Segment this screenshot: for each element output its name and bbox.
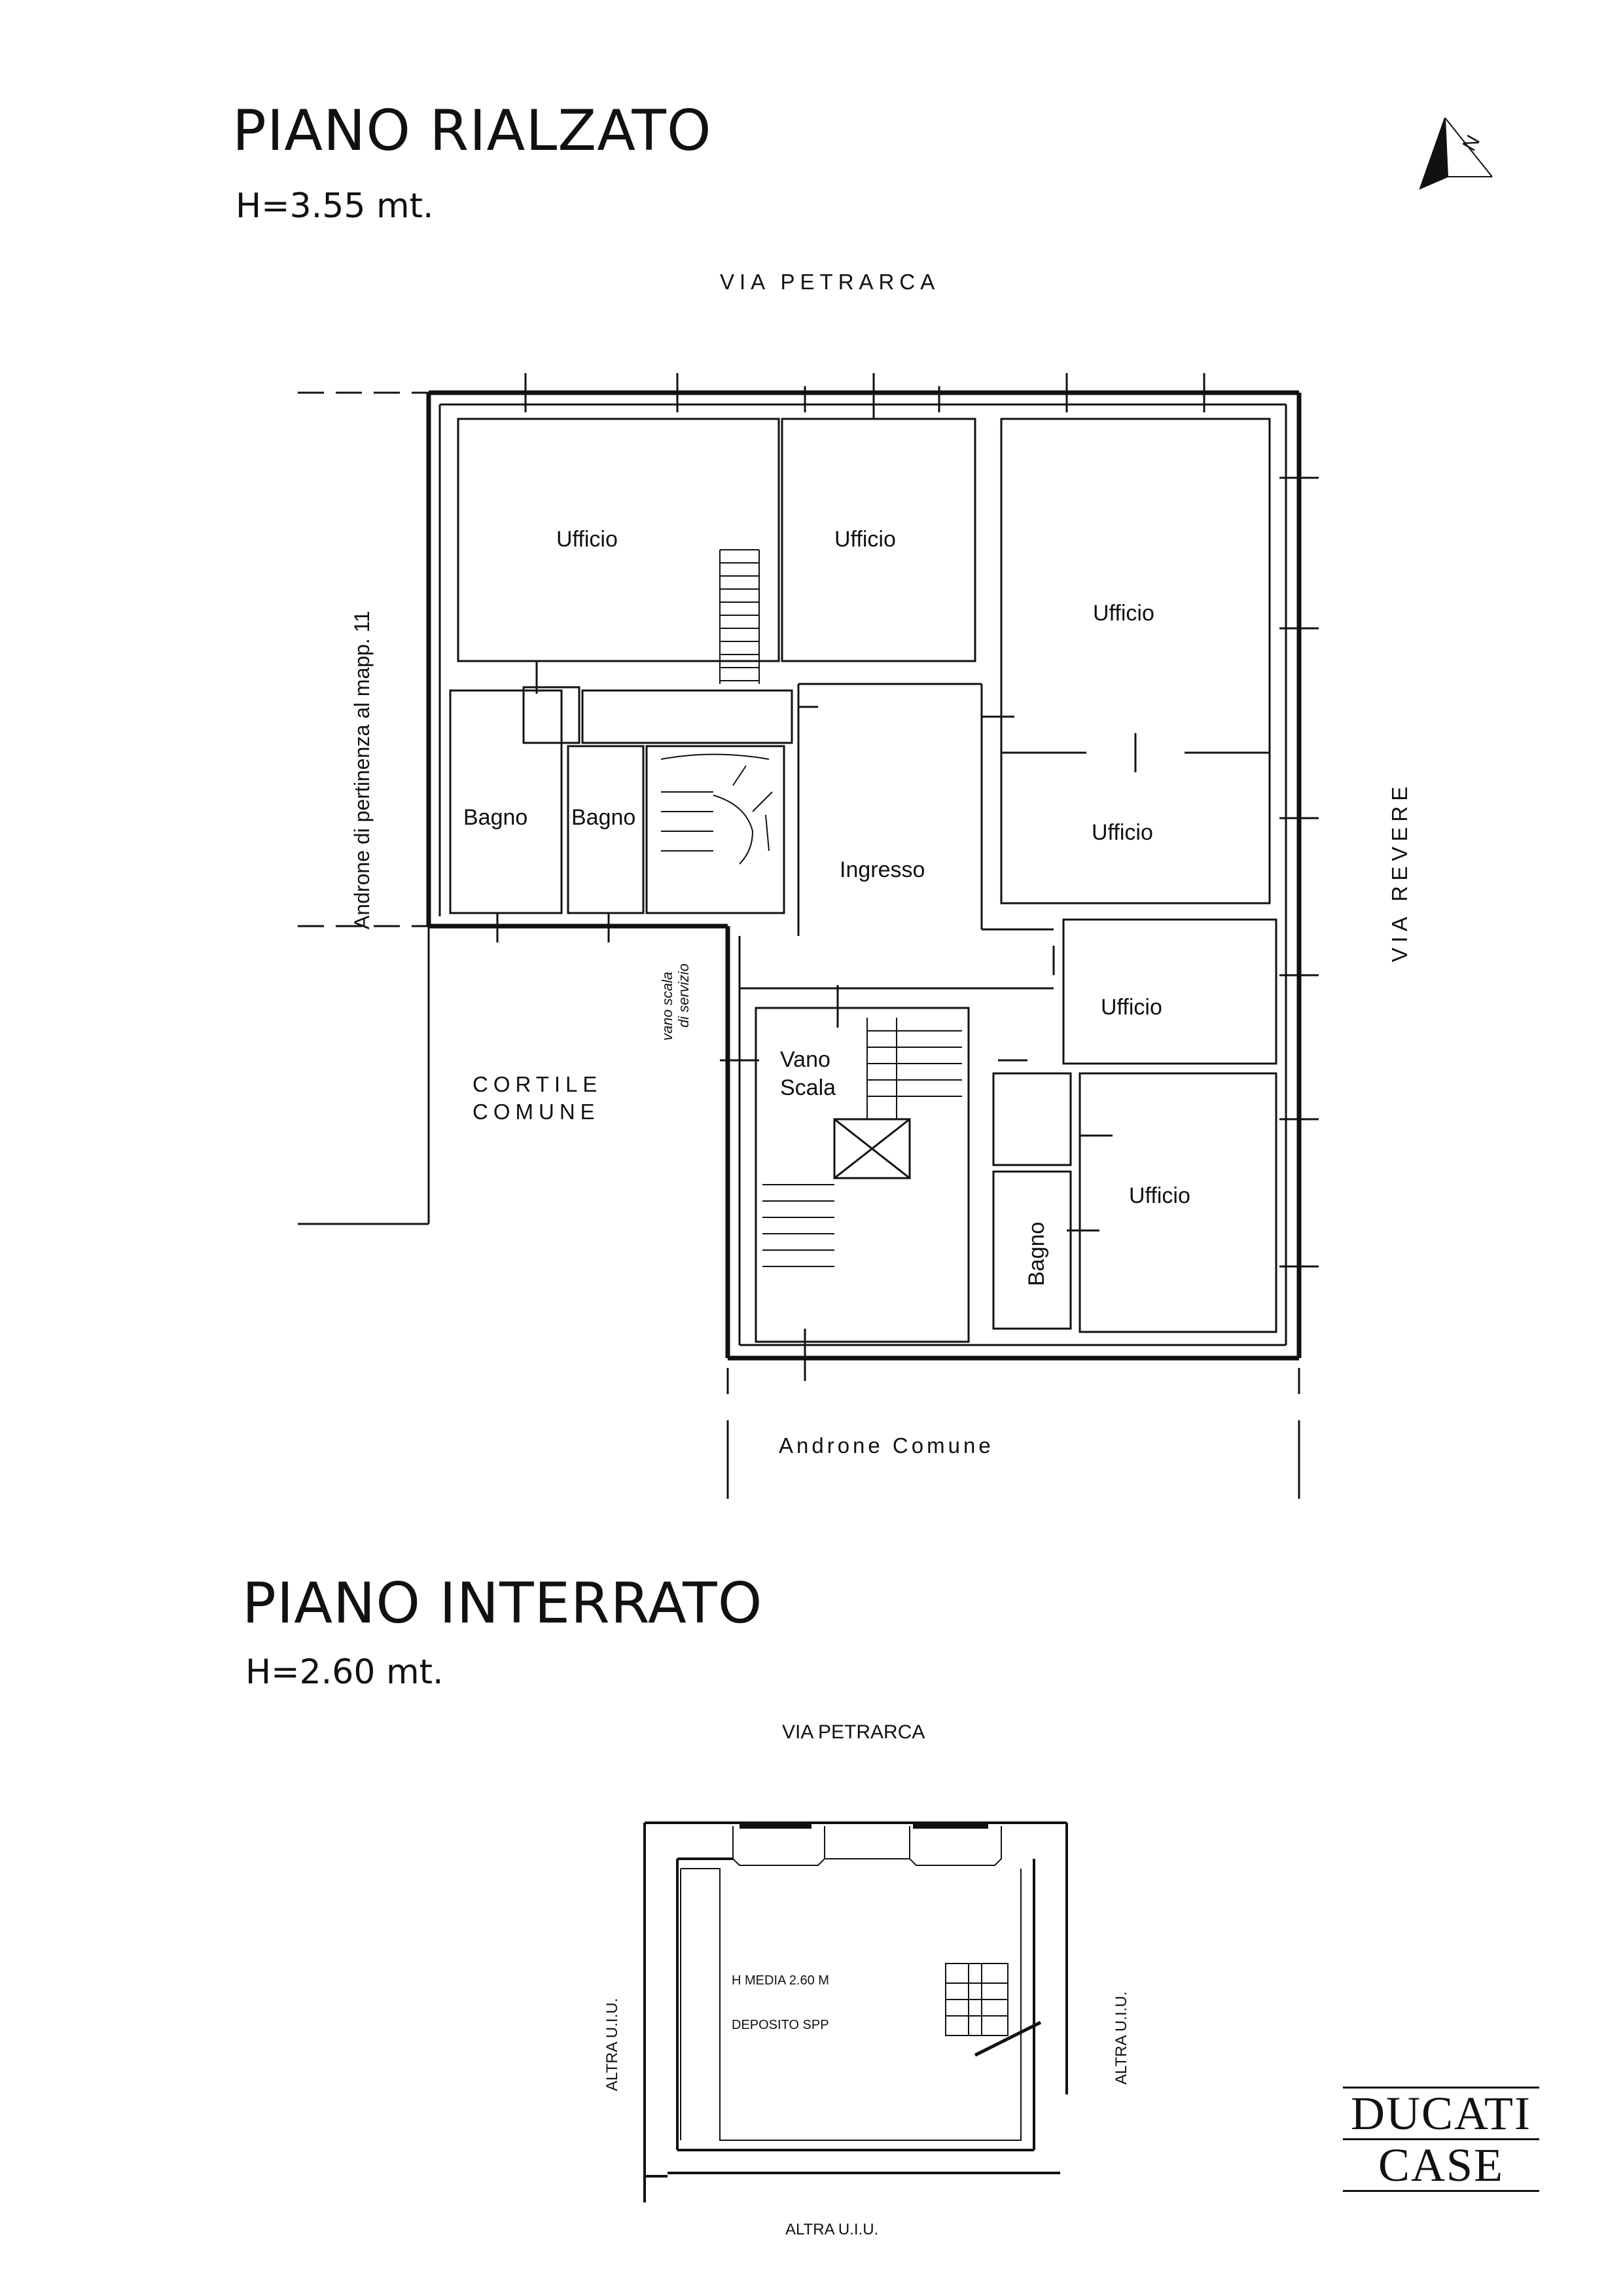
- lower-floor-title: PIANO INTERRATO: [242, 1571, 763, 1636]
- service-stair-label-line-2: di servizio: [675, 963, 692, 1028]
- street-label-top: VIA PETRARCA: [720, 270, 940, 294]
- side-passage-label: Androne di pertinenza al mapp. 11: [350, 611, 374, 929]
- room-label-bagno: Bagno: [463, 805, 528, 830]
- room-label-ufficio: Ufficio: [1101, 995, 1162, 1020]
- service-stair-label-line-1: vano scala: [659, 971, 675, 1041]
- common-hall-label: Androne Comune: [779, 1433, 994, 1458]
- basement-average-height: H MEDIA 2.60 M: [732, 1973, 829, 1988]
- lower-floor-height: H=2.60 mt.: [245, 1653, 444, 1692]
- street-label-right: VIA REVERE: [1387, 781, 1412, 962]
- room-label-bagno: Bagno: [1024, 1221, 1049, 1286]
- basement-bottom-neighbour-label: ALTRA U.I.U.: [785, 2221, 879, 2238]
- upper-floor-height: H=3.55 mt.: [236, 187, 434, 226]
- room-label-bagno: Bagno: [571, 805, 636, 830]
- north-arrow-icon: N: [1407, 105, 1499, 196]
- room-label-ufficio: Ufficio: [1092, 820, 1153, 845]
- room-label-ufficio: Ufficio: [1093, 601, 1154, 626]
- room-label-ufficio: Ufficio: [1129, 1183, 1190, 1208]
- room-label-ingresso: Ingresso: [840, 857, 925, 882]
- room-label-vano: Vano: [780, 1047, 830, 1072]
- basement-storage-label: DEPOSITO SPP: [732, 2018, 829, 2032]
- upper-floor-walls: [298, 373, 1319, 1499]
- basement-street-label: VIA PETRARCA: [782, 1721, 925, 1743]
- room-label-scala: Scala: [780, 1075, 836, 1100]
- logo-line-2: CASE: [1343, 2138, 1539, 2190]
- basement-right-neighbour-label: ALTRA U.I.U.: [1113, 1991, 1130, 2085]
- upper-floor-plan: VIA PETRARCA VIA REVERE Androne di perti…: [298, 270, 1412, 1499]
- courtyard-label-line-1: CORTILE: [473, 1072, 603, 1096]
- agency-logo: DUCATI CASE: [1343, 2087, 1539, 2192]
- basement-left-neighbour-label: ALTRA U.I.U.: [603, 1998, 621, 2091]
- room-label-ufficio: Ufficio: [556, 527, 618, 552]
- logo-line-1: DUCATI: [1351, 2087, 1531, 2140]
- upper-floor-title: PIANO RIALZATO: [232, 98, 712, 164]
- lower-floor-walls: [643, 1821, 1068, 2202]
- lower-floor-plan: VIA PETRARCA ALTRA U.I.U. ALTRA U.I.U. A…: [0, 1702, 1623, 2296]
- courtyard-label-line-2: COMUNE: [473, 1100, 600, 1124]
- room-label-ufficio: Ufficio: [834, 527, 896, 552]
